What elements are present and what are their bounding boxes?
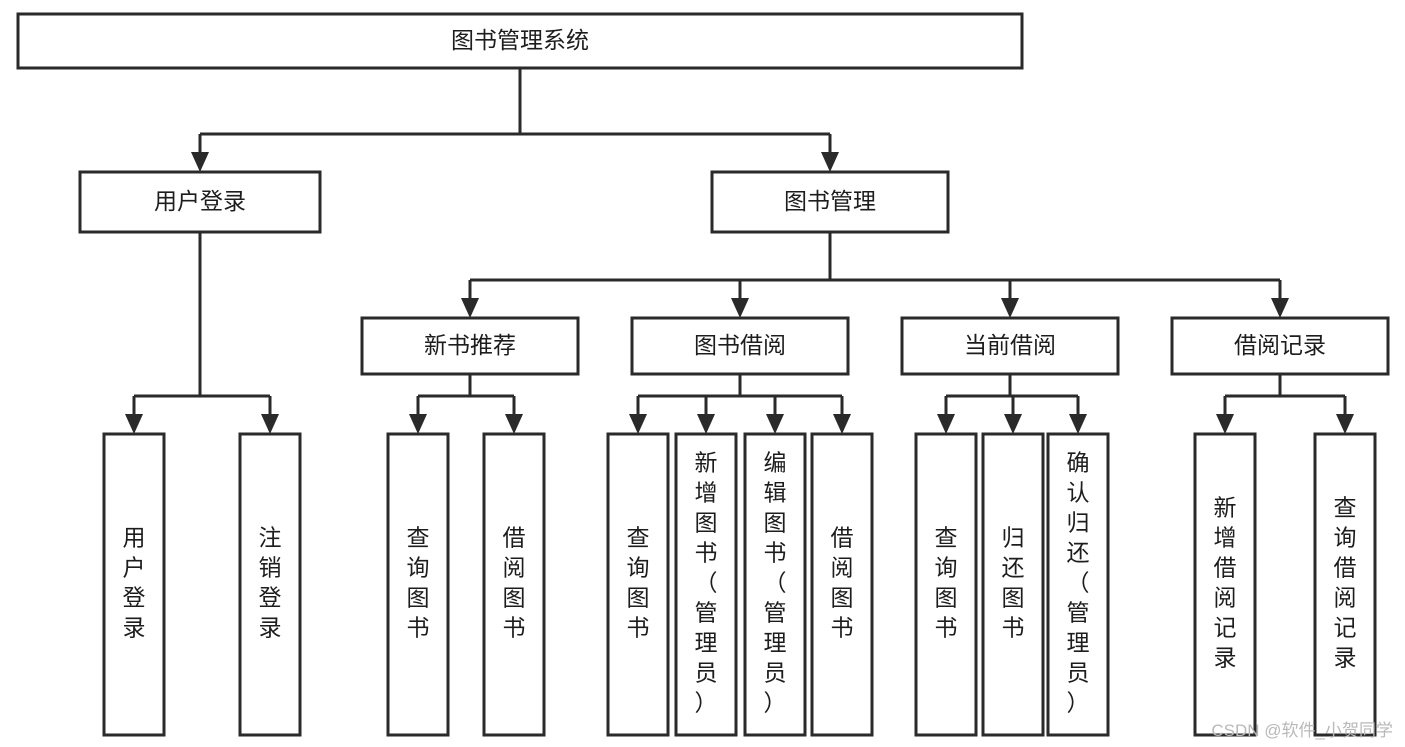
node-label: 新书推荐: [424, 332, 516, 358]
node-label: 借阅记录: [1234, 332, 1326, 358]
arrow-head-icon: [697, 414, 715, 434]
arrow-head-icon: [766, 414, 784, 434]
arrow-head-icon: [409, 414, 427, 434]
node-root-root[interactable]: 图书管理系统: [16, 12, 1024, 70]
node-box[interactable]: [102, 432, 166, 737]
arrow-head-icon: [821, 152, 839, 172]
node-label: 归还图书: [1002, 525, 1025, 641]
arrow-head-icon: [937, 414, 955, 434]
node-leaf-query-book-1[interactable]: 查询图书: [386, 432, 450, 737]
node-leaf-return-book[interactable]: 归还图书: [981, 432, 1045, 737]
node-label: 确认归还（管理员）: [1067, 450, 1090, 716]
node-box[interactable]: [78, 170, 322, 234]
node-label: 查询图书: [407, 525, 430, 641]
node-leaf-query-record[interactable]: 查询借阅记录: [1313, 432, 1377, 737]
connector-group: [461, 232, 1289, 318]
node-box[interactable]: [981, 432, 1045, 737]
node-box[interactable]: [674, 432, 738, 737]
arrow-head-icon: [731, 298, 749, 318]
node-box[interactable]: [1313, 432, 1377, 737]
node-label: 查询图书: [935, 525, 958, 641]
connector-group: [629, 374, 851, 434]
node-label: 当前借阅: [964, 332, 1056, 358]
arrow-head-icon: [1216, 414, 1234, 434]
arrow-head-icon: [1004, 414, 1022, 434]
node-boxes: 图书管理系统用户登录图书管理新书推荐图书借阅当前借阅借阅记录用户登录注销登录查询…: [16, 12, 1390, 737]
node-box[interactable]: [1193, 432, 1257, 737]
node-box[interactable]: [238, 432, 302, 737]
arrow-head-icon: [833, 414, 851, 434]
node-label: 用户登录: [154, 188, 246, 214]
node-label: 新增借阅记录: [1214, 495, 1237, 671]
connector-group: [409, 374, 523, 434]
node-user-login[interactable]: 用户登录: [78, 170, 322, 234]
edge-connectors: [125, 68, 1354, 434]
csdn-watermark: CSDN @软件_小贺同学: [1211, 721, 1393, 740]
arrow-head-icon: [1336, 414, 1354, 434]
connector-group: [125, 232, 279, 434]
node-label: 用户登录: [123, 525, 146, 641]
node-label: 借阅图书: [503, 525, 526, 641]
node-box[interactable]: [606, 432, 670, 737]
node-label: 图书管理: [784, 188, 876, 214]
node-leaf-user-logout[interactable]: 注销登录: [238, 432, 302, 737]
arrow-head-icon: [191, 152, 209, 172]
arrow-head-icon: [261, 414, 279, 434]
node-box[interactable]: [386, 432, 450, 737]
node-leaf-add-record[interactable]: 新增借阅记录: [1193, 432, 1257, 737]
node-label: 新增图书（管理员）: [695, 450, 718, 716]
node-leaf-add-book[interactable]: 新增图书（管理员）: [674, 432, 738, 737]
node-box[interactable]: [360, 316, 580, 376]
node-leaf-user-login[interactable]: 用户登录: [102, 432, 166, 737]
node-current-borrow[interactable]: 当前借阅: [900, 316, 1120, 376]
arrow-head-icon: [629, 414, 647, 434]
node-new-book-recommend[interactable]: 新书推荐: [360, 316, 580, 376]
node-box[interactable]: [1170, 316, 1390, 376]
node-box[interactable]: [482, 432, 546, 737]
node-label: 查询借阅记录: [1334, 495, 1357, 671]
arrow-head-icon: [1069, 414, 1087, 434]
node-book-borrow[interactable]: 图书借阅: [630, 316, 850, 376]
node-box[interactable]: [1046, 432, 1110, 737]
node-leaf-edit-book[interactable]: 编辑图书（管理员）: [743, 432, 807, 737]
node-leaf-borrow-book-1[interactable]: 借阅图书: [482, 432, 546, 737]
node-leaf-query-book-3[interactable]: 查询图书: [914, 432, 978, 737]
arrow-head-icon: [1271, 298, 1289, 318]
node-label: 借阅图书: [831, 525, 854, 641]
arrow-head-icon: [461, 298, 479, 318]
node-borrow-record[interactable]: 借阅记录: [1170, 316, 1390, 376]
node-box[interactable]: [900, 316, 1120, 376]
node-box[interactable]: [710, 170, 950, 234]
connector-group: [1216, 374, 1354, 434]
connector-group: [191, 68, 839, 172]
node-label: 查询图书: [627, 525, 650, 641]
node-box[interactable]: [914, 432, 978, 737]
arrow-head-icon: [125, 414, 143, 434]
node-box[interactable]: [743, 432, 807, 737]
node-book-manage[interactable]: 图书管理: [710, 170, 950, 234]
node-label: 注销登录: [259, 525, 282, 641]
node-leaf-confirm-return[interactable]: 确认归还（管理员）: [1046, 432, 1110, 737]
node-box[interactable]: [16, 12, 1024, 70]
connector-group: [937, 374, 1087, 434]
arrow-head-icon: [1001, 298, 1019, 318]
node-leaf-borrow-book-2[interactable]: 借阅图书: [810, 432, 874, 737]
node-box[interactable]: [810, 432, 874, 737]
node-leaf-query-book-2[interactable]: 查询图书: [606, 432, 670, 737]
node-label: 编辑图书（管理员）: [764, 450, 787, 716]
node-label: 图书借阅: [694, 332, 786, 358]
node-label: 图书管理系统: [451, 27, 589, 53]
arrow-head-icon: [505, 414, 523, 434]
node-box[interactable]: [630, 316, 850, 376]
